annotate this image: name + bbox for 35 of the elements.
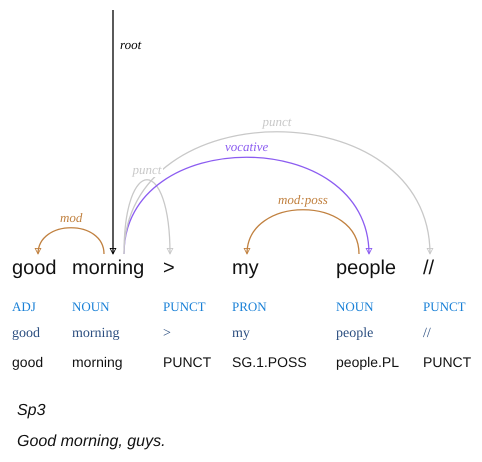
edge-label: mod:poss <box>276 192 330 207</box>
pos-tag: PUNCT <box>163 299 206 315</box>
lemma: morning <box>72 326 120 342</box>
gloss: people.PL <box>336 354 400 370</box>
dependency-arrow <box>123 131 432 254</box>
speaker-label: Sp3 <box>17 402 46 420</box>
word-token: people <box>336 256 396 280</box>
edge-label: vocative <box>223 140 270 154</box>
pos-tag: PUNCT <box>423 299 466 315</box>
dependency-arrow <box>123 156 372 254</box>
word-token: > <box>163 256 175 280</box>
pos-tag: NOUN <box>336 299 374 315</box>
lemma: > <box>163 326 171 342</box>
sentence-text: Good morning, guys. <box>17 433 166 451</box>
pos-tag: ADJ <box>12 299 36 315</box>
lemma: people <box>336 326 374 342</box>
word-token: my <box>232 256 259 280</box>
dependency-arrow <box>123 179 173 254</box>
pos-tag: NOUN <box>72 299 110 315</box>
gloss: morning <box>72 354 123 370</box>
gloss: good <box>12 354 44 370</box>
word-token: good <box>12 256 56 280</box>
gloss: PUNCT <box>423 354 472 370</box>
lemma: good <box>12 326 40 342</box>
dependency-arrow <box>244 209 360 254</box>
word-token: morning <box>72 256 144 280</box>
dependency-arrow <box>110 10 116 254</box>
word-token: // <box>423 256 434 280</box>
gloss: SG.1.POSS <box>232 354 307 370</box>
pos-tag: PRON <box>232 299 267 315</box>
edge-label: mod <box>58 210 84 225</box>
lemma: my <box>232 326 250 342</box>
lemma: // <box>423 326 431 342</box>
dependency-arrow <box>36 227 105 254</box>
gloss: PUNCT <box>163 354 212 370</box>
